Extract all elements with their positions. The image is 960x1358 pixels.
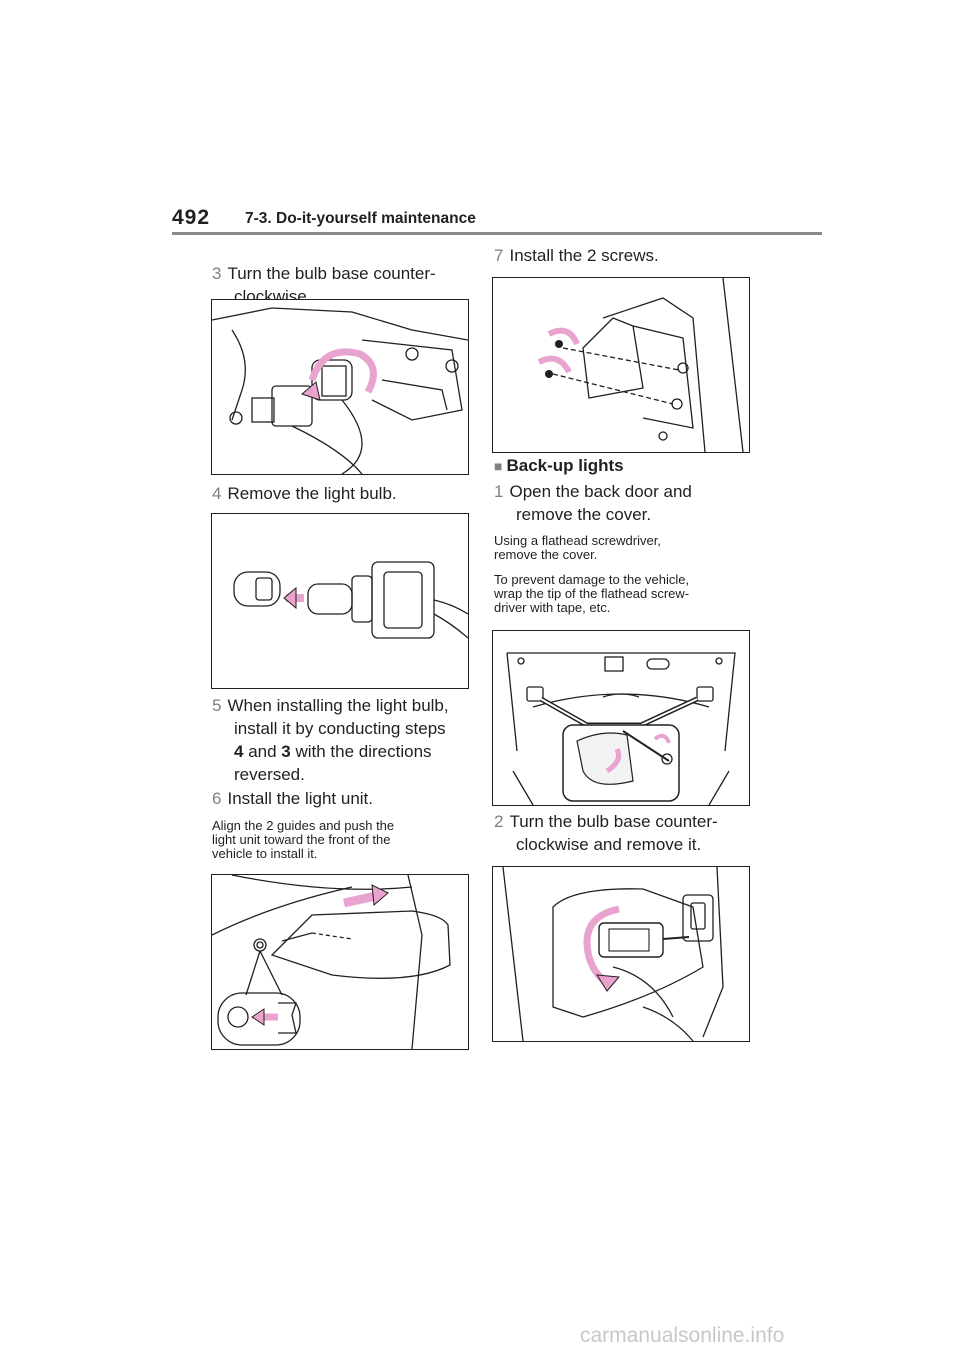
step-7: 7 Install the 2 screws. xyxy=(494,244,764,267)
figure-install-light-unit xyxy=(211,874,469,1050)
step-text-line3: 4 and 3 with the directions xyxy=(212,740,472,763)
step-ref: 4 xyxy=(234,742,244,761)
note-line: Using a flathead screwdriver, xyxy=(494,533,661,548)
note-1b: To prevent damage to the vehicle, wrap t… xyxy=(494,573,764,615)
square-bullet-icon: ■ xyxy=(494,458,503,474)
step-number: 3 xyxy=(212,264,222,283)
step-text: and xyxy=(243,742,282,761)
figure-remove-cover xyxy=(492,630,750,806)
step-text: When installing the light bulb, xyxy=(227,696,449,715)
watermark: carmanualsonline.info xyxy=(580,1324,785,1347)
back-door-illustration xyxy=(506,652,736,805)
figure-bulb-base-turn xyxy=(211,299,469,475)
step-1: 1 Open the back door and remove the cover… xyxy=(494,480,764,526)
step-number: 7 xyxy=(494,246,504,265)
step-text: clockwise and remove it. xyxy=(516,835,702,854)
backup-lights-heading: ■Back-up lights xyxy=(494,456,764,476)
figure-backup-bulb-turn xyxy=(492,866,750,1042)
step-ref: 3 xyxy=(281,742,291,761)
step-number: 1 xyxy=(494,482,504,501)
note-line: Align the 2 guides and push the xyxy=(212,818,395,833)
step-text: install it by conducting steps xyxy=(234,719,446,738)
note-line: light unit toward the front of the xyxy=(212,832,391,847)
step-text: reversed. xyxy=(234,765,305,784)
step-number: 2 xyxy=(494,812,504,831)
step-text: Open the back door and xyxy=(509,482,692,501)
step-text: remove the cover. xyxy=(516,505,652,524)
page-number: 492 xyxy=(172,206,211,229)
note-line: vehicle to install it. xyxy=(212,846,318,861)
note-6: Align the 2 guides and push the light un… xyxy=(212,819,472,861)
note-line: remove the cover. xyxy=(494,547,598,562)
step-text: Turn the bulb base counter- xyxy=(509,812,718,831)
step-number: 6 xyxy=(212,789,222,808)
step-number: 4 xyxy=(212,484,222,503)
figure-install-screws xyxy=(492,277,750,453)
step-6: 6 Install the light unit. xyxy=(212,787,472,810)
figure-remove-bulb xyxy=(211,513,469,689)
step-text: Install the light unit. xyxy=(227,789,373,808)
section-title: 7-3. Do-it-yourself maintenance xyxy=(245,210,476,227)
step-number: 5 xyxy=(212,696,222,715)
light-unit-illustration xyxy=(212,875,451,1049)
step-2: 2 Turn the bulb base counter- clockwise a… xyxy=(494,810,764,856)
step-text: Install the 2 screws. xyxy=(509,246,659,265)
note-line: To prevent damage to the vehicle, xyxy=(494,572,690,587)
header-rule xyxy=(172,232,822,235)
step-text: Turn the bulb base counter- xyxy=(227,264,436,283)
note-line: wrap the tip of the flathead screw- xyxy=(494,586,690,601)
note-line: driver with tape, etc. xyxy=(494,600,611,615)
step-text: Remove the light bulb. xyxy=(227,484,397,503)
backup-bulb-illustration xyxy=(502,867,724,1041)
bulb-base-illustration xyxy=(212,307,468,474)
step-4: 4 Remove the light bulb. xyxy=(212,482,472,505)
screws-illustration xyxy=(537,278,744,452)
step-5: 5 When installing the light bulb, install… xyxy=(212,694,472,786)
note-1a: Using a flathead screwdriver, remove the… xyxy=(494,534,764,562)
heading-text: Back-up lights xyxy=(506,456,624,475)
bulb-removal-illustration xyxy=(233,561,468,639)
step-text: with the directions xyxy=(290,742,432,761)
